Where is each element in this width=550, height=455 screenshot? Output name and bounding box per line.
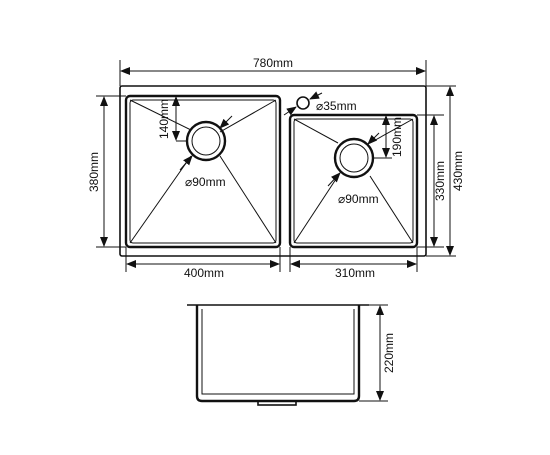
dim-left-bowl-width: 400mm [125, 247, 281, 280]
right-drain-icon [333, 137, 375, 179]
dim-right-bowl-height: 330mm [417, 114, 447, 248]
right-drain-offset-label: 190mm [390, 117, 404, 157]
right-bowl-height-label: 330mm [433, 161, 447, 201]
dim-overall-depth: 430mm [426, 85, 465, 257]
dim-left-bowl-height: 380mm [87, 95, 126, 248]
side-view: 220mm [187, 304, 396, 406]
sink-outline [119, 85, 427, 257]
bowl-depth-label: 220mm [382, 333, 396, 373]
top-view [119, 85, 427, 257]
dim-right-drain-offset: 190mm [373, 115, 404, 159]
overall-width-label: 780mm [253, 56, 293, 70]
left-drain-offset-label: 140mm [157, 99, 171, 139]
faucet-hole-label: ⌀35mm [316, 99, 357, 113]
left-bowl-height-label: 380mm [87, 152, 101, 192]
left-drain-icon [185, 120, 227, 162]
dim-left-drain-diameter: ⌀90mm [179, 115, 233, 189]
left-bowl [124, 94, 282, 249]
right-bowl-width-label: 310mm [335, 266, 375, 280]
overall-depth-label: 430mm [451, 151, 465, 191]
drain-outlet [257, 400, 297, 406]
faucet-hole-icon [296, 96, 310, 110]
dim-left-drain-offset: 140mm [157, 96, 188, 142]
right-bowl [288, 113, 419, 249]
dim-faucet-hole: ⌀35mm [283, 91, 357, 116]
left-bowl-width-label: 400mm [184, 266, 224, 280]
right-drain-diameter-label: ⌀90mm [338, 192, 379, 206]
dim-right-bowl-width: 310mm [289, 247, 418, 280]
dim-overall-width: 780mm [119, 56, 427, 86]
left-drain-diameter-label: ⌀90mm [185, 175, 226, 189]
dim-right-drain-diameter: ⌀90mm [327, 132, 380, 206]
